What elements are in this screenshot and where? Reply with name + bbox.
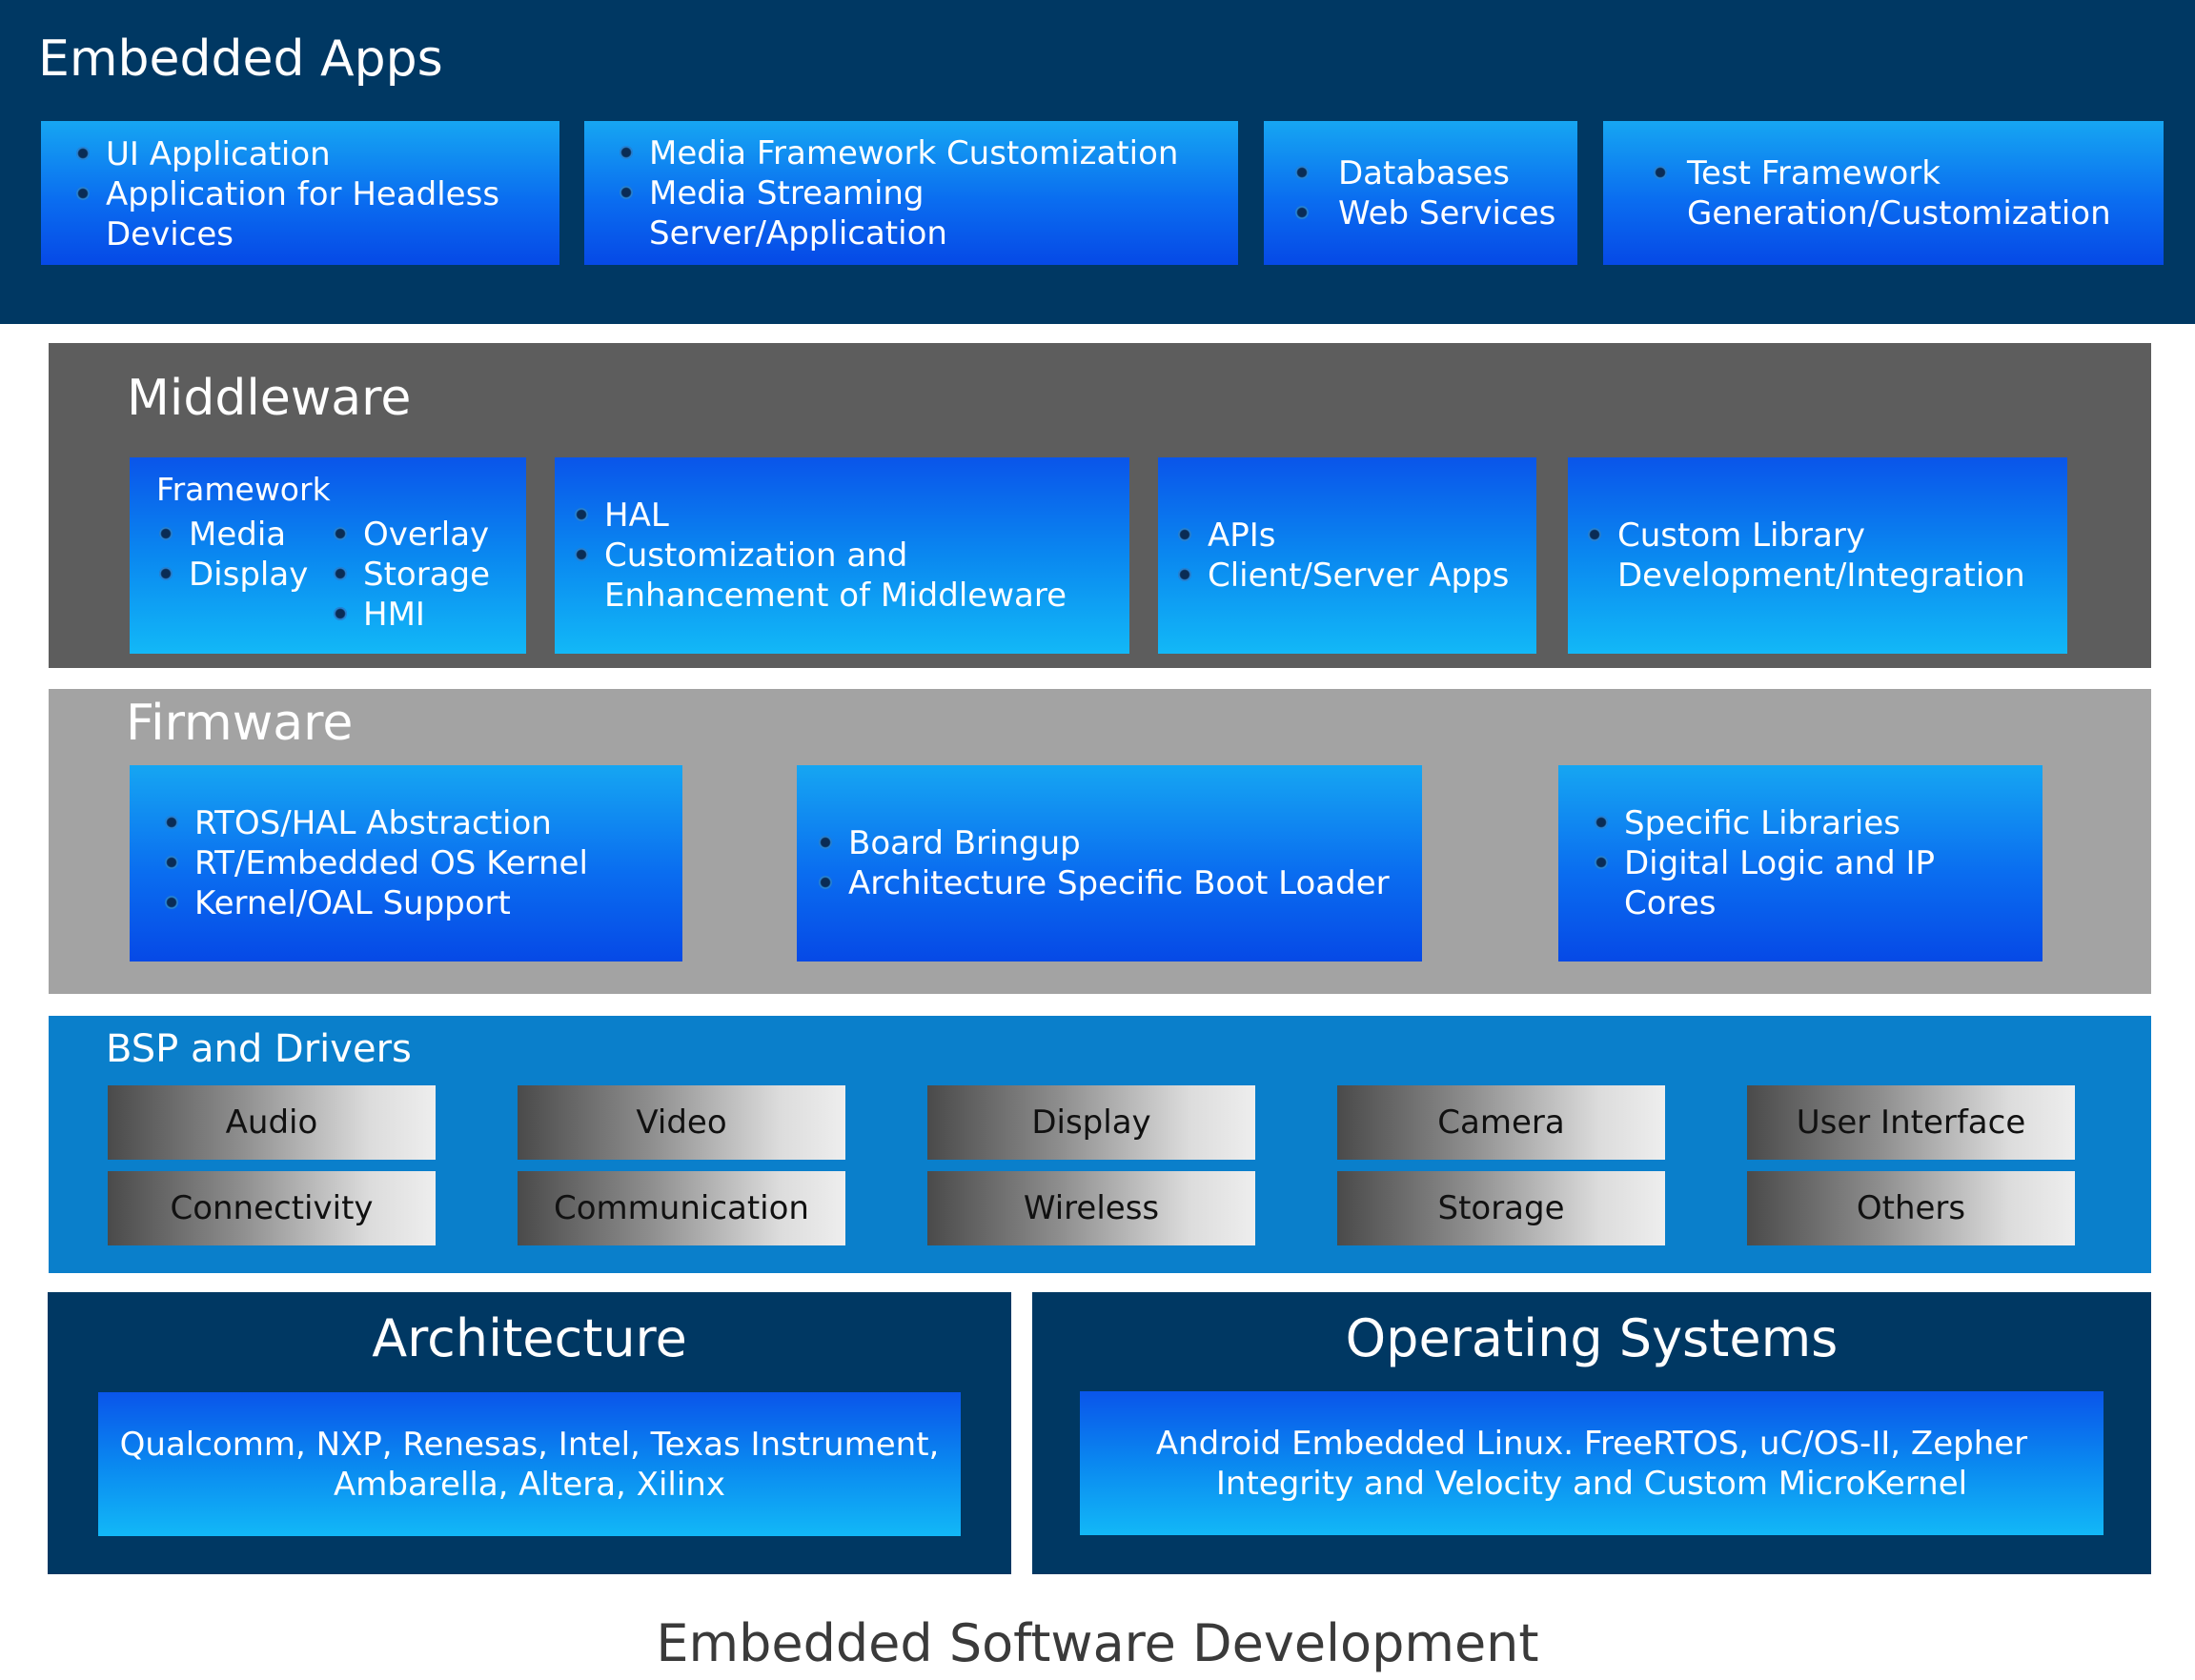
apps-box-ui-list: UI Application Application for Headless … (73, 134, 540, 254)
firmware-box-board: Board Bringup Architecture Specific Boot… (797, 765, 1422, 961)
driver-display: Display (927, 1085, 1255, 1160)
apps-box-media: Media Framework Customization Media Stre… (584, 121, 1238, 265)
apps-box-test-framework: Test Framework Generation/Customization (1603, 121, 2164, 265)
bullet-item: Specific Libraries (1592, 803, 2033, 843)
framework-right-list: Overlay Storage HMI (331, 515, 490, 635)
bullet-item: Overlay (331, 515, 490, 555)
bullet-item: Test Framework Generation/Customization (1651, 153, 2144, 233)
operating-systems-line-1: Android Embedded Linux. FreeRTOS, uC/OS-… (1155, 1424, 2028, 1463)
bullet-item: Custom Library Development/Integration (1585, 516, 2048, 596)
bullet-item: Application for Headless Devices (73, 174, 540, 254)
firmware-board-list: Board Bringup Architecture Specific Boot… (816, 823, 1413, 903)
bullet-item: Media (156, 515, 331, 555)
operating-systems-box: Android Embedded Linux. FreeRTOS, uC/OS-… (1080, 1391, 2104, 1535)
framework-left-list: Media Display (156, 515, 331, 635)
bullet-item: Architecture Specific Boot Loader (816, 863, 1413, 903)
driver-camera: Camera (1337, 1085, 1665, 1160)
architecture-box: Qualcomm, NXP, Renesas, Intel, Texas Ins… (98, 1392, 961, 1536)
bullet-item: Digital Logic and IP Cores (1592, 843, 2033, 923)
driver-audio: Audio (108, 1085, 436, 1160)
bullet-item: Display (156, 555, 331, 595)
bullet-item: APIs (1175, 516, 1527, 556)
firmware-box-libraries: Specific Libraries Digital Logic and IP … (1558, 765, 2043, 961)
bullet-item: Client/Server Apps (1175, 556, 1527, 596)
framework-heading: Framework (156, 471, 331, 508)
driver-user-interface: User Interface (1747, 1085, 2075, 1160)
bsp-layer: BSP and Drivers Audio Video Display Came… (49, 1016, 2151, 1273)
bullet-item: RTOS/HAL Abstraction (162, 803, 673, 843)
firmware-title: Firmware (126, 695, 354, 752)
bullet-item: Databases (1292, 153, 1568, 193)
bullet-item: Web Services (1292, 193, 1568, 233)
bullet-item: Media Framework Customization (617, 133, 1229, 173)
bullet-item: Board Bringup (816, 823, 1413, 863)
operating-systems-line-2: Integrity and Velocity and Custom MicroK… (1215, 1464, 1968, 1503)
driver-video: Video (518, 1085, 845, 1160)
firmware-rtos-list: RTOS/HAL Abstraction RT/Embedded OS Kern… (162, 803, 673, 923)
footer-caption: Embedded Software Development (656, 1613, 1539, 1673)
firmware-box-rtos: RTOS/HAL Abstraction RT/Embedded OS Kern… (130, 765, 682, 961)
middleware-layer: Middleware Framework Media Display Overl… (49, 343, 2151, 668)
driver-communication: Communication (518, 1171, 845, 1245)
middleware-box-custom-library: Custom Library Development/Integration (1568, 457, 2067, 654)
middleware-hal-list: HAL Customization and Enhancement of Mid… (572, 496, 1120, 616)
driver-connectivity: Connectivity (108, 1171, 436, 1245)
middleware-box-hal: HAL Customization and Enhancement of Mid… (555, 457, 1129, 654)
middleware-box-framework: Framework Media Display Overlay Storage … (130, 457, 526, 654)
embedded-apps-title: Embedded Apps (38, 30, 443, 88)
architecture-panel: Architecture Qualcomm, NXP, Renesas, Int… (48, 1292, 1011, 1574)
firmware-libraries-list: Specific Libraries Digital Logic and IP … (1592, 803, 2033, 923)
driver-wireless: Wireless (927, 1171, 1255, 1245)
middleware-title: Middleware (127, 370, 412, 427)
operating-systems-panel: Operating Systems Android Embedded Linux… (1032, 1292, 2151, 1574)
bullet-item: RT/Embedded OS Kernel (162, 843, 673, 883)
architecture-title: Architecture (372, 1308, 687, 1368)
bullet-item: Storage (331, 555, 490, 595)
bullet-item: Customization and Enhancement of Middlew… (572, 536, 1120, 616)
middleware-apis-list: APIs Client/Server Apps (1175, 516, 1527, 596)
bullet-item: Media Streaming Server/Application (617, 173, 1229, 253)
bullet-item: Kernel/OAL Support (162, 883, 673, 923)
embedded-apps-layer: Embedded Apps UI Application Application… (0, 0, 2195, 324)
bullet-item: UI Application (73, 134, 540, 174)
bsp-title: BSP and Drivers (106, 1027, 412, 1071)
firmware-layer: Firmware RTOS/HAL Abstraction RT/Embedde… (49, 689, 2151, 994)
middleware-custom-list: Custom Library Development/Integration (1585, 516, 2048, 596)
framework-columns: Media Display Overlay Storage HMI (156, 515, 517, 635)
apps-box-databases: Databases Web Services (1264, 121, 1577, 265)
operating-systems-title: Operating Systems (1345, 1308, 1839, 1368)
apps-box-media-list: Media Framework Customization Media Stre… (617, 133, 1229, 253)
architecture-line-1: Qualcomm, NXP, Renesas, Intel, Texas Ins… (119, 1425, 940, 1464)
bullet-item: HMI (331, 595, 490, 635)
apps-box-test-list: Test Framework Generation/Customization (1651, 153, 2144, 233)
middleware-box-apis: APIs Client/Server Apps (1158, 457, 1536, 654)
apps-box-ui: UI Application Application for Headless … (41, 121, 559, 265)
apps-box-databases-list: Databases Web Services (1292, 153, 1568, 233)
driver-storage: Storage (1337, 1171, 1665, 1245)
driver-others: Others (1747, 1171, 2075, 1245)
bullet-item: HAL (572, 496, 1120, 536)
architecture-line-2: Ambarella, Altera, Xilinx (334, 1465, 725, 1504)
